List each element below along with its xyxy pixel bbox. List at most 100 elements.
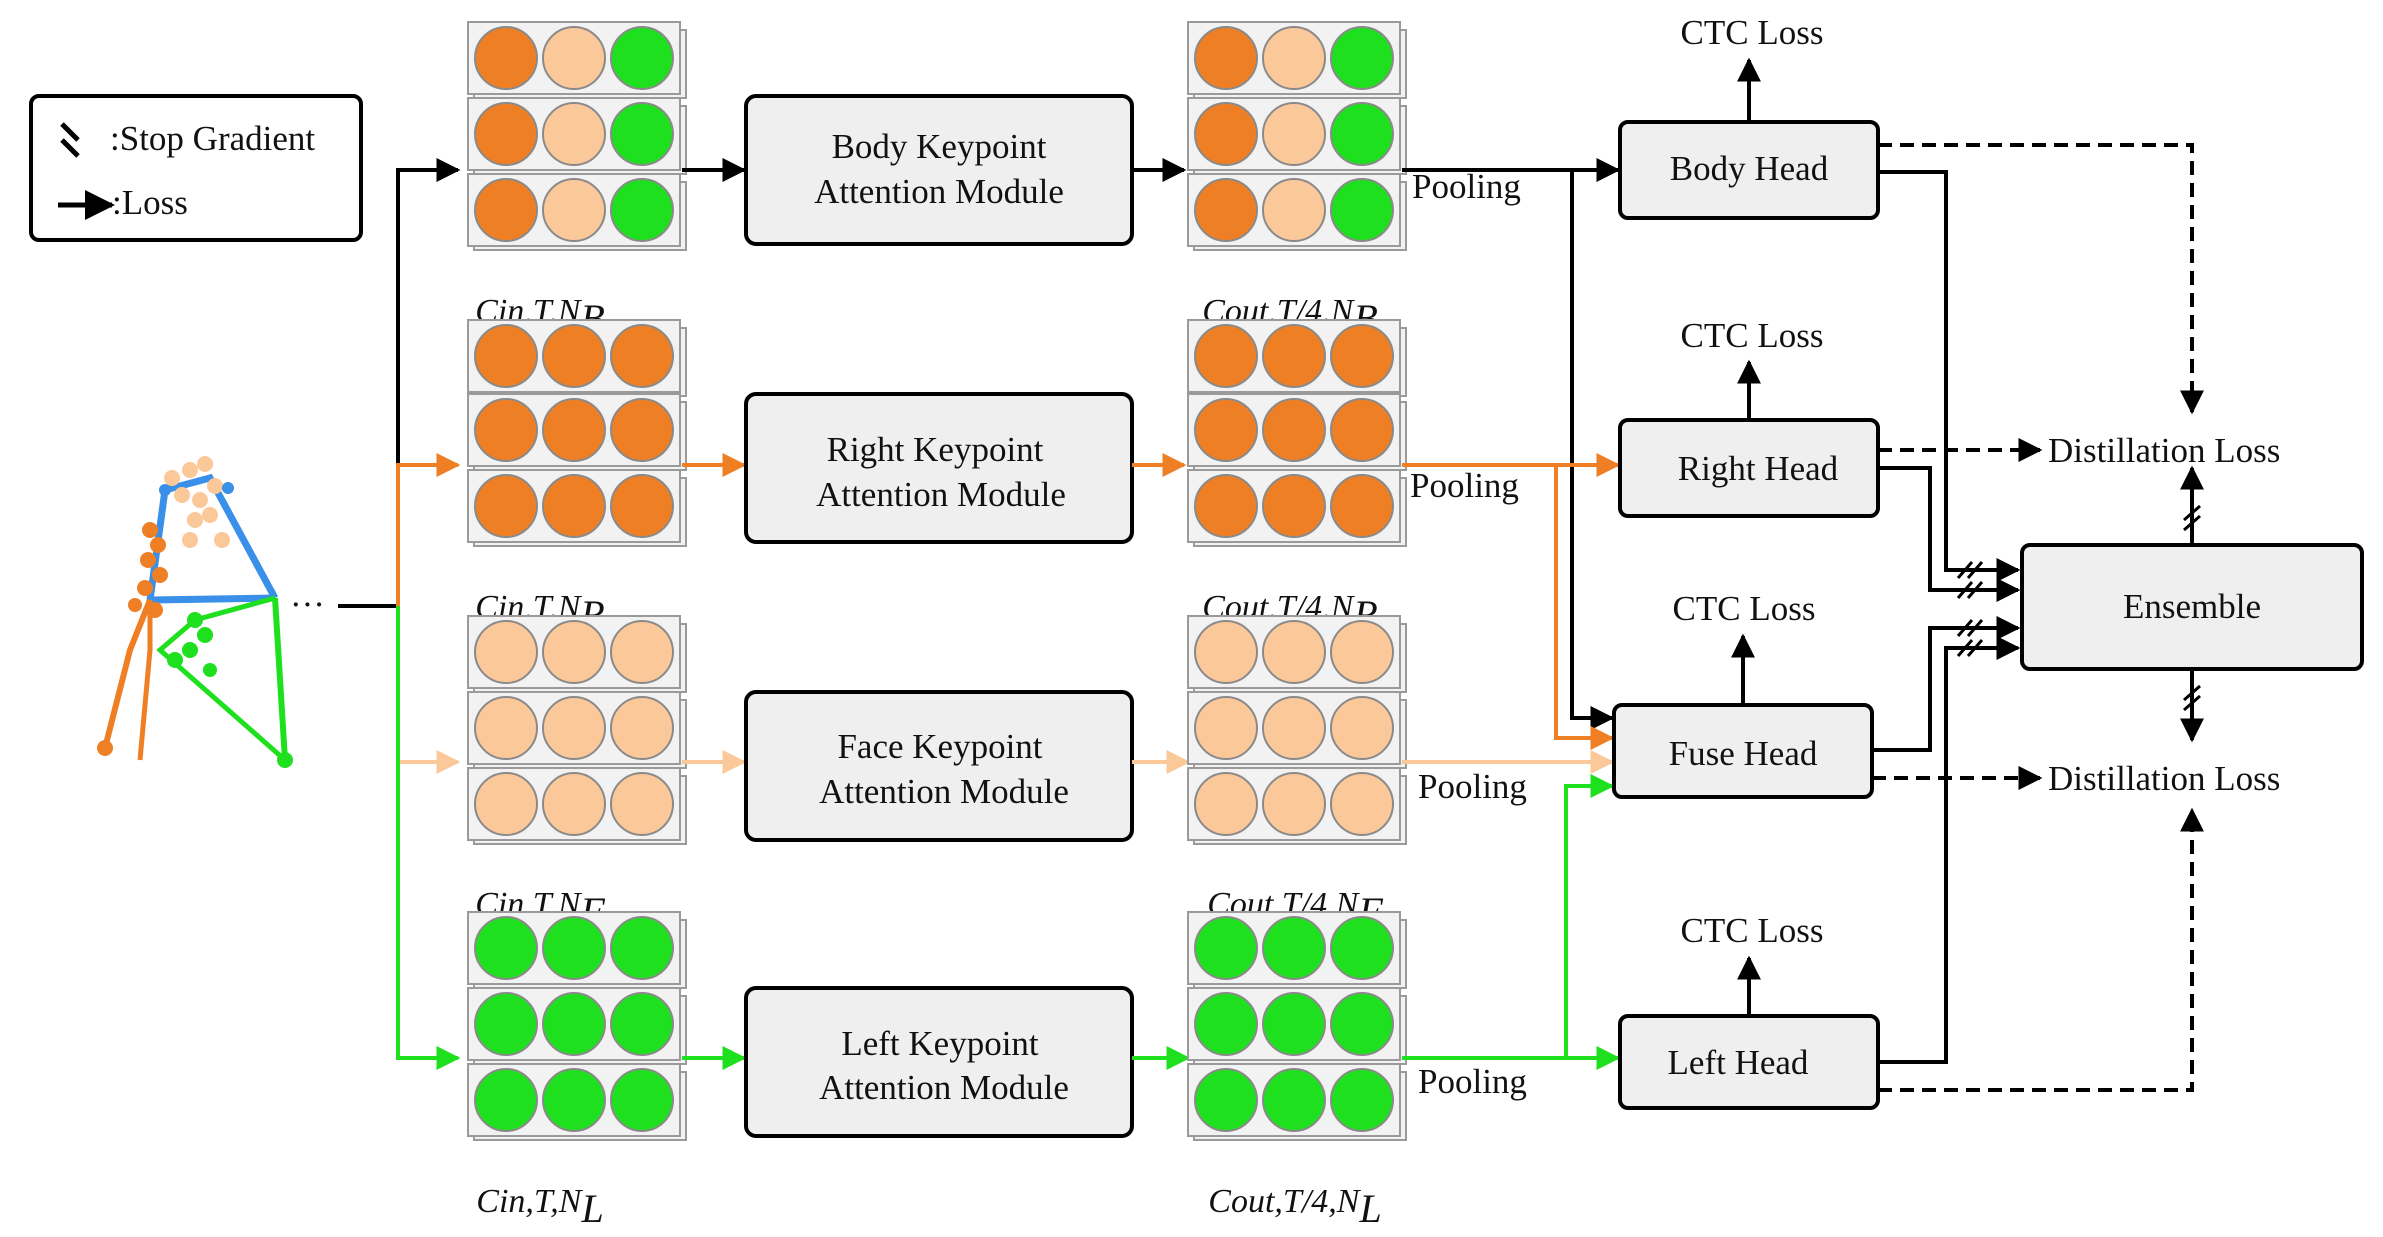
face-keypoint-attention-module [744,690,1134,842]
keypoint-feature-circle [1262,696,1326,760]
keypoint-feature-circle [610,696,674,760]
keypoint-feature-circle [610,474,674,538]
legend-stop-gradient-label: :Stop Gradient [110,119,315,158]
keypoint-feature-circle [542,102,606,166]
keypoint-feature-circle [474,474,538,538]
keypoint-feature-circle [1262,324,1326,388]
keypoint-feature-circle [610,102,674,166]
keypoint-feature-circle [542,398,606,462]
keypoint-feature-circle [1194,324,1258,388]
keypoint-feature-circle [474,620,538,684]
ctc-loss-left: CTC Loss [1681,911,1824,950]
keypoint-feature-circle [474,324,538,388]
input-shape-label: Cin,T,NL [476,1183,603,1231]
stream-face: Cin,T,NF Face Keypoint Attention Module … [467,615,1527,934]
keypoint-feature-circle [1194,26,1258,90]
module-title-line1: Right Keypoint [827,430,1044,469]
keypoint-feature-circle [1194,474,1258,538]
keypoint-feature-circle [1262,178,1326,242]
ellipsis-text: ··· [290,585,325,624]
keypoint-feature-circle [610,1068,674,1132]
pooling-label: Pooling [1410,466,1519,505]
stream-body: Cin,T,NB Body Keypoint Attention Module … [467,21,1521,341]
keypoint-feature-circle [1262,398,1326,462]
keypoint-feature-circle [1194,772,1258,836]
input-feature-grid [467,615,687,845]
keypoint-feature-circle [1262,474,1326,538]
keypoint-feature-circle [542,26,606,90]
keypoint-feature-circle [1330,772,1394,836]
legend-box [29,94,363,242]
left-head-label: Left Head [1668,1043,1809,1082]
module-title-line2: Attention Module [814,172,1064,211]
ensemble-label: Ensemble [2123,587,2261,626]
keypoint-feature-circle [1262,916,1326,980]
body-keypoint-attention-module [744,94,1134,246]
keypoint-feature-circle [1194,178,1258,242]
keypoint-feature-circle [542,916,606,980]
output-feature-grid [1187,21,1407,251]
right-head-label: Right Head [1678,449,1839,488]
keypoint-feature-circle [1330,620,1394,684]
keypoint-feature-circle [1194,916,1258,980]
keypoint-feature-circle [1330,1068,1394,1132]
ctc-loss-right: CTC Loss [1681,316,1824,355]
module-title-line2: Attention Module [816,475,1066,514]
heads: Body Head Right Head Fuse Head Left Head [1612,120,1880,1110]
keypoint-feature-circle [542,1068,606,1132]
keypoint-feature-circle [542,772,606,836]
keypoint-feature-circle [542,620,606,684]
keypoint-feature-circle [1330,992,1394,1056]
keypoint-feature-circle [1194,102,1258,166]
input-feature-grid [467,319,687,547]
pooling-label: Pooling [1418,767,1527,806]
keypoint-feature-circle [474,916,538,980]
keypoint-feature-circle [474,696,538,760]
module-title-line2: Attention Module [819,1068,1069,1107]
keypoint-feature-circle [1330,102,1394,166]
keypoint-feature-circle [542,696,606,760]
keypoint-feature-circle [542,992,606,1056]
keypoint-feature-circle [1330,474,1394,538]
keypoint-feature-circle [1262,620,1326,684]
streams: Cin,T,NB Body Keypoint Attention Module … [467,21,1527,1231]
output-feature-grid [1187,319,1407,547]
pooling-label: Pooling [1418,1062,1527,1101]
body-head-label: Body Head [1670,149,1829,188]
keypoint-feature-circle [474,1068,538,1132]
output-feature-grid [1187,615,1407,845]
ctc-losses [1731,57,1761,1016]
module-title-line1: Face Keypoint [837,727,1042,766]
keypoint-feature-circle [610,26,674,90]
keypoint-feature-circle [1194,620,1258,684]
keypoint-feature-circle [1194,1068,1258,1132]
keypoint-feature-circle [1194,696,1258,760]
ensemble-connections [1872,170,2021,1064]
ctc-loss-body: CTC Loss [1681,13,1824,52]
legend: :Stop Gradient :Loss [29,94,363,242]
stream-left: Cin,T,NL Left Keypoint Attention Module … [467,911,1527,1231]
keypoint-feature-circle [610,398,674,462]
stop-gradient-icon [60,122,80,158]
input-feature-grid [467,21,687,251]
keypoint-feature-circle [1262,102,1326,166]
stream-right: Cin,T,NR Right Keypoint Attention Module… [467,319,1519,637]
keypoint-feature-circle [1330,324,1394,388]
keypoint-feature-circle [474,992,538,1056]
fuse-head-label: Fuse Head [1669,734,1818,773]
keypoint-feature-circle [542,324,606,388]
distillation-loss-top: Distillation Loss [2048,431,2280,470]
keypoint-feature-circle [474,102,538,166]
keypoint-feature-circle [1330,178,1394,242]
keypoint-feature-circle [1262,992,1326,1056]
module-title-line1: Left Keypoint [841,1024,1039,1063]
input-feature-grid [467,911,687,1141]
keypoint-feature-circle [610,324,674,388]
keypoint-feature-circle [1330,26,1394,90]
keypoint-feature-circle [610,916,674,980]
output-feature-grid [1187,911,1407,1141]
input-trunk [338,158,461,1070]
right-keypoint-attention-module [744,392,1134,544]
keypoint-feature-circle [1262,772,1326,836]
